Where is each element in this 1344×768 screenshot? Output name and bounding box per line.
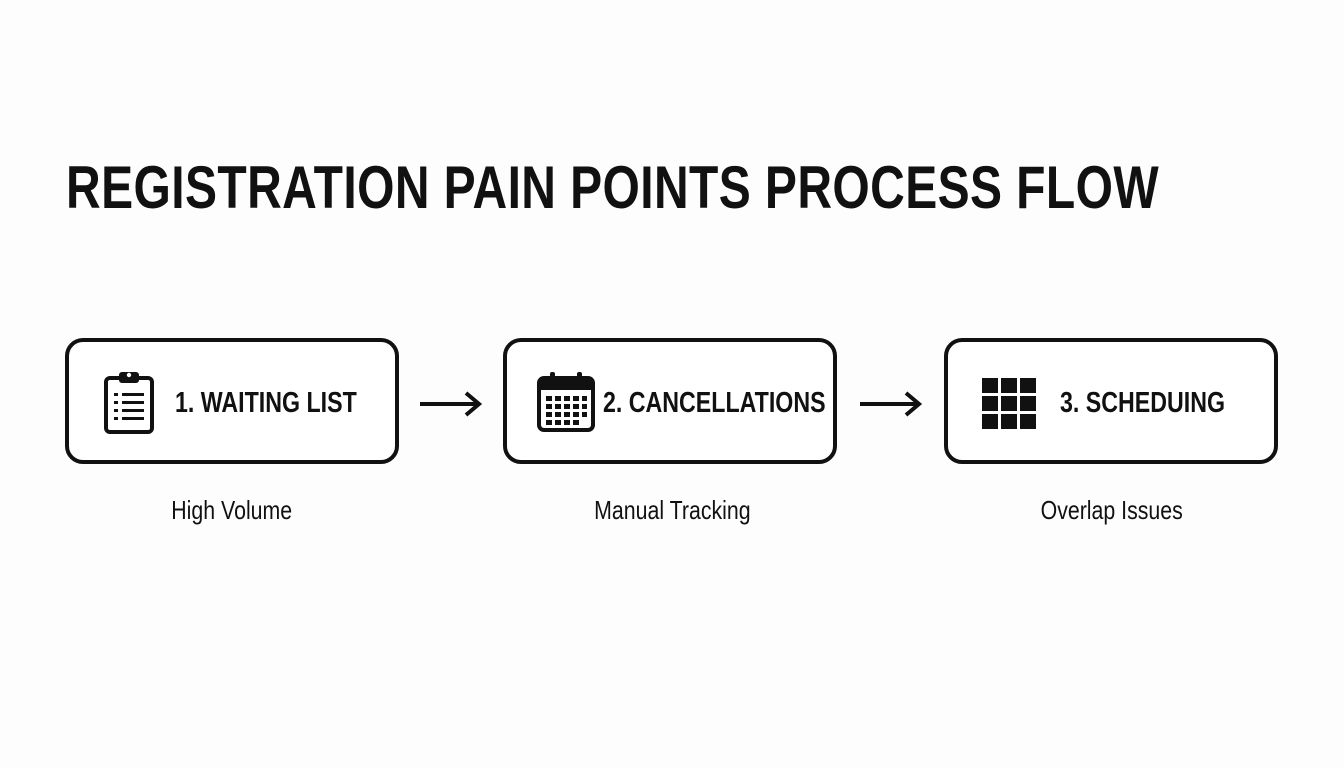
clipboard-icon [99, 370, 161, 434]
diagram-title: REGISTRATION PAIN POINTS PROCESS FLOW [66, 154, 1160, 221]
step-caption: Manual Tracking [505, 494, 839, 526]
step-box-scheduling: 3. SCHEDUING [944, 338, 1278, 464]
grid-icon [980, 370, 1042, 434]
step-caption: High Volume [65, 494, 399, 526]
step-box-cancellations: 2. CANCELLATIONS [503, 338, 837, 464]
step-caption-text: Manual Tracking [593, 495, 751, 525]
arrow-right-icon [420, 390, 484, 418]
step-label: 2. CANCELLATIONS [603, 387, 826, 419]
arrow-right-icon [860, 390, 924, 418]
step-caption-text: Overlap Issues [1040, 495, 1184, 525]
step-label: 1. WAITING LIST [175, 387, 357, 419]
step-caption-text: High Volume [171, 495, 293, 525]
calendar-icon [535, 370, 597, 434]
step-label: 3. SCHEDUING [1060, 387, 1226, 419]
step-box-waiting-list: 1. WAITING LIST [65, 338, 399, 464]
step-caption: Overlap Issues [945, 494, 1279, 526]
